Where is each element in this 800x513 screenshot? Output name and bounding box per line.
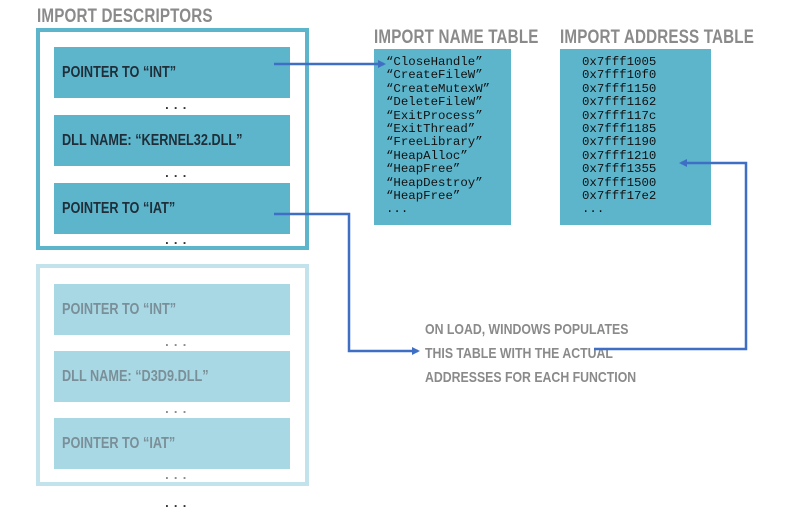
descriptor-d3d9-int-label: POINTER TO “INT” xyxy=(62,300,177,318)
import-name-table-entry: “HeapFree” xyxy=(386,162,461,177)
import-address-table-entry: 0x7fff1500 xyxy=(582,175,657,190)
import-address-table-entry: 0x7fff1005 xyxy=(582,55,657,69)
iat-pointer-arrow xyxy=(274,212,420,355)
descriptor-kernel32-dll-label: DLL NAME: “KERNEL32.DLL” xyxy=(62,131,243,149)
import-address-table-entry: 0x7fff1185 xyxy=(582,122,657,137)
descriptor-kernel32-int-label: POINTER TO “INT” xyxy=(62,63,177,81)
import-name-table-entry: “HeapAlloc” xyxy=(386,148,468,163)
descriptor-d3d9-dll-label: DLL NAME: “D3D9.DLL” xyxy=(62,367,209,385)
import-name-table-entry: “ExitProcess” xyxy=(386,108,483,123)
import-address-table-entry: 0x7fff17e2 xyxy=(582,189,657,204)
descriptor-kernel32-iat-pointer: POINTER TO “IAT” xyxy=(54,183,290,234)
import-name-table-entry: “FreeLibrary” xyxy=(386,135,483,150)
ellipsis-7: ... xyxy=(163,496,190,511)
import-name-table-entry: “CloseHandle” xyxy=(386,55,483,69)
descriptor-kernel32-frame xyxy=(36,28,309,250)
import-address-table-entry: ... xyxy=(582,202,605,217)
descriptor-d3d9-frame xyxy=(36,264,309,486)
ellipsis-5: ... xyxy=(163,402,190,417)
populate-note-line-1: ON LOAD, WINDOWS POPULATES xyxy=(425,321,629,338)
import-name-table-entry: ... xyxy=(386,202,409,217)
populate-note-line-3: ADDRESSES FOR EACH FUNCTION xyxy=(425,369,637,386)
import-address-table-entry: 0x7fff1190 xyxy=(582,135,657,150)
import-name-table-entry: “HeapFree” xyxy=(386,189,461,204)
import-name-table-title: IMPORT NAME TABLE xyxy=(374,27,539,48)
import-name-table-entry: “DeleteFileW” xyxy=(386,95,483,110)
import-address-table-entry: 0x7fff1162 xyxy=(582,95,657,110)
import-address-table-entry: 0x7fff1355 xyxy=(582,162,657,177)
ellipsis-1: ... xyxy=(163,98,190,113)
descriptor-d3d9-int-pointer: POINTER TO “INT” xyxy=(54,284,290,335)
import-address-table-entry: 0x7fff1210 xyxy=(582,148,657,163)
import-name-table-entry: “CreateFileW” xyxy=(386,68,483,83)
import-address-table-title: IMPORT ADDRESS TABLE xyxy=(560,27,755,48)
import-name-table-entry: “HeapDestroy” xyxy=(386,175,483,190)
import-name-table-list: “CloseHandle”“CreateFileW”“CreateMutexW”… xyxy=(386,55,491,217)
import-name-table-entry: “CreateMutexW” xyxy=(386,81,491,96)
import-address-table-entry: 0x7fff10f0 xyxy=(582,68,657,83)
populate-note-line-2: THIS TABLE WITH THE ACTUAL xyxy=(425,345,613,362)
descriptor-d3d9-iat-label: POINTER TO “IAT” xyxy=(62,434,176,452)
descriptor-kernel32-iat-label: POINTER TO “IAT” xyxy=(62,199,176,217)
descriptor-d3d9-dll-name: DLL NAME: “D3D9.DLL” xyxy=(54,351,290,402)
ellipsis-2: ... xyxy=(163,166,190,181)
populate-arrow xyxy=(594,159,748,351)
ellipsis-4: ... xyxy=(163,335,190,350)
ellipsis-6: ... xyxy=(163,468,190,483)
ellipsis-3: ... xyxy=(163,233,190,248)
descriptor-d3d9-iat-pointer: POINTER TO “IAT” xyxy=(54,418,290,469)
populate-note: ON LOAD, WINDOWS POPULATES THIS TABLE WI… xyxy=(425,318,636,390)
import-address-table-entry: 0x7fff1150 xyxy=(582,81,657,96)
descriptor-kernel32-dll-name: DLL NAME: “KERNEL32.DLL” xyxy=(54,115,290,166)
import-name-table-entry: “ExitThread” xyxy=(386,122,476,137)
descriptor-kernel32-int-pointer: POINTER TO “INT” xyxy=(54,47,290,98)
import-name-table: “CloseHandle”“CreateFileW”“CreateMutexW”… xyxy=(374,49,511,225)
import-address-table-entry: 0x7fff117c xyxy=(582,108,657,123)
import-descriptors-title: IMPORT DESCRIPTORS xyxy=(37,6,213,27)
